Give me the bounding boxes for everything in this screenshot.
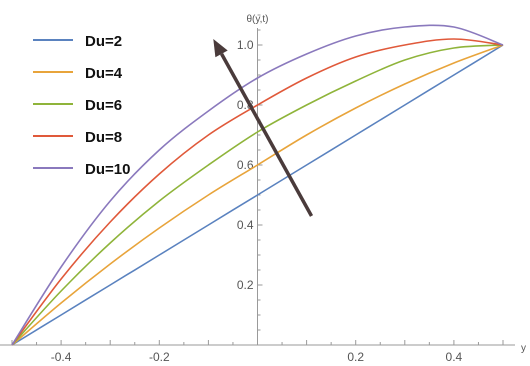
legend-label-3: Du=6 — [85, 97, 122, 114]
series-line-2 — [11, 44, 504, 346]
x-tick-label: 0.2 — [347, 350, 364, 364]
annotation-layer — [213, 39, 314, 217]
y-tick-label: 1.0 — [237, 38, 254, 52]
trend-arrow-head — [213, 39, 228, 58]
legend-label-5: Du=10 — [85, 161, 130, 178]
y-axis-label: θ(y,t) — [246, 14, 268, 25]
series-line-3 — [11, 44, 504, 346]
x-tick-label: 0.4 — [446, 350, 463, 364]
legend-label-1: Du=2 — [85, 33, 122, 50]
legend-label-2: Du=4 — [85, 65, 123, 82]
series-line-1 — [11, 44, 504, 346]
y-tick-label: 0.6 — [237, 158, 254, 172]
trend-arrow-shaft — [220, 53, 314, 217]
series-line-5 — [11, 24, 504, 346]
x-tick-label: -0.2 — [149, 350, 170, 364]
y-tick-label: 0.4 — [237, 218, 254, 232]
x-tick-label: -0.4 — [51, 350, 72, 364]
y-tick-label: 0.2 — [237, 278, 254, 292]
x-axis-label: y — [521, 343, 526, 354]
legend: Du=2Du=4Du=6Du=8Du=10 — [33, 33, 130, 178]
legend-label-4: Du=8 — [85, 129, 122, 146]
